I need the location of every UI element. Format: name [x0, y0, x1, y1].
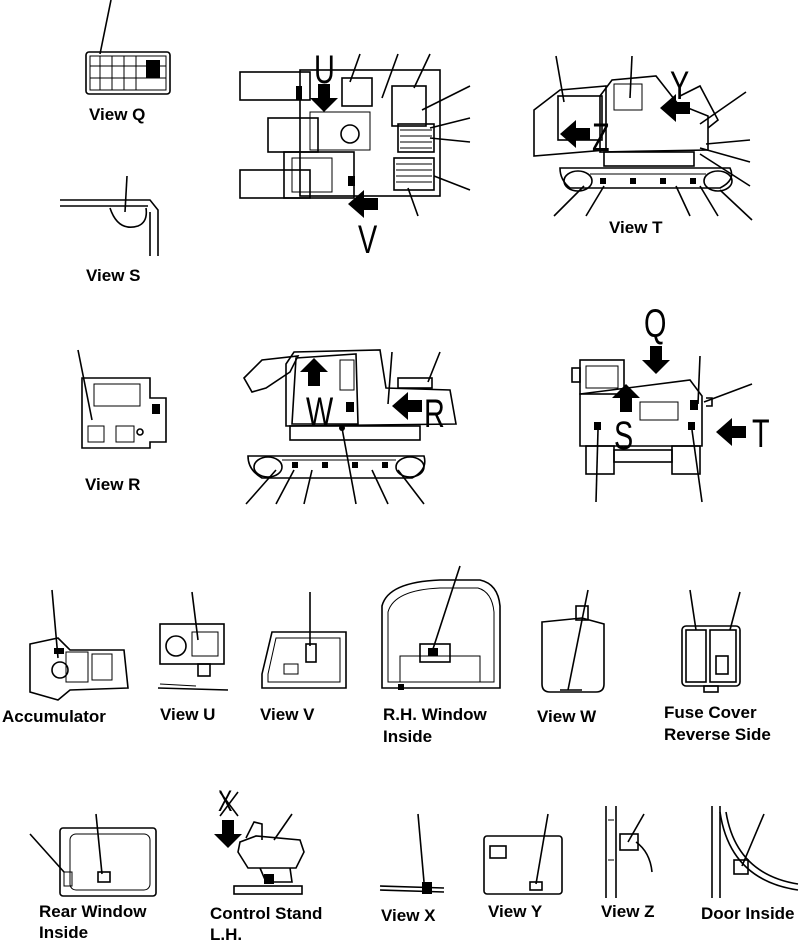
- front-view-drawing: [571, 346, 753, 503]
- caption-door-inside: Door Inside: [701, 904, 795, 923]
- view-s-drawing: [60, 175, 159, 256]
- caption-accumulator: Accumulator: [2, 707, 106, 726]
- caption-view-y: View Y: [488, 902, 543, 921]
- view-q-drawing: [85, 0, 171, 95]
- view-letter-u: U: [314, 48, 335, 92]
- caption-view-s: View S: [86, 266, 141, 285]
- view-letter-v: V: [358, 218, 378, 262]
- caption-view-u: View U: [160, 705, 216, 724]
- arrow-left-icon: [392, 392, 422, 420]
- arrow-left-icon: [660, 94, 690, 122]
- control-stand-drawing: [214, 791, 305, 895]
- caption-view-q: View Q: [89, 105, 146, 124]
- view-letter-q: Q: [644, 302, 667, 346]
- caption-rh-window-line2: Inside: [383, 727, 433, 746]
- view-u-drawing: [157, 591, 229, 691]
- caption-view-r: View R: [85, 475, 141, 494]
- door-inside-drawing: [711, 806, 799, 898]
- caption-view-t: View T: [609, 218, 663, 237]
- accumulator-drawing: [29, 589, 129, 701]
- view-v-drawing: [261, 592, 347, 689]
- side-view-w-drawing: [243, 349, 457, 505]
- arrow-left-icon: [716, 418, 746, 446]
- arrow-down-icon: [642, 346, 670, 374]
- view-letter-y: Y: [670, 64, 690, 108]
- view-letter-z: Z: [592, 116, 610, 160]
- view-z-drawing: [605, 806, 653, 898]
- rear-window-drawing: [29, 813, 157, 897]
- caption-control-stand-line2: L.H.: [210, 925, 243, 944]
- view-letter-t: T: [752, 412, 770, 456]
- view-t-drawing: [533, 55, 753, 221]
- view-letter-s: S: [614, 414, 634, 458]
- view-x-drawing: [379, 813, 445, 894]
- caption-view-x: View X: [381, 906, 436, 925]
- caption-rh-window-line1: R.H. Window: [383, 705, 487, 724]
- rh-window-drawing: [381, 565, 501, 690]
- view-y-drawing: [483, 813, 563, 895]
- view-letter-w: W: [306, 390, 334, 434]
- arrow-left-icon: [560, 120, 590, 148]
- caption-view-w: View W: [537, 707, 597, 726]
- caption-fuse-cover-line2: Reverse Side: [664, 725, 771, 744]
- view-w-drawing: [541, 589, 605, 693]
- arrow-down-icon: [310, 84, 338, 112]
- caption-rear-window-line1: Rear Window: [39, 902, 147, 921]
- arrow-left-icon: [348, 190, 378, 218]
- view-letter-r: R: [424, 392, 445, 436]
- arrow-down-icon: [214, 820, 242, 848]
- top-view-drawing: [239, 53, 471, 218]
- arrow-up-icon: [612, 384, 640, 412]
- fuse-cover-drawing: [681, 589, 741, 693]
- caption-view-z: View Z: [601, 902, 655, 921]
- caption-fuse-cover-line1: Fuse Cover: [664, 703, 757, 722]
- caption-control-stand-line1: Control Stand: [210, 904, 323, 923]
- view-r-drawing: [77, 349, 167, 449]
- caption-view-v: View V: [260, 705, 315, 724]
- view-letter-x: X: [218, 785, 233, 818]
- arrow-up-icon: [300, 358, 328, 386]
- caption-rear-window-line2: Inside: [39, 923, 89, 942]
